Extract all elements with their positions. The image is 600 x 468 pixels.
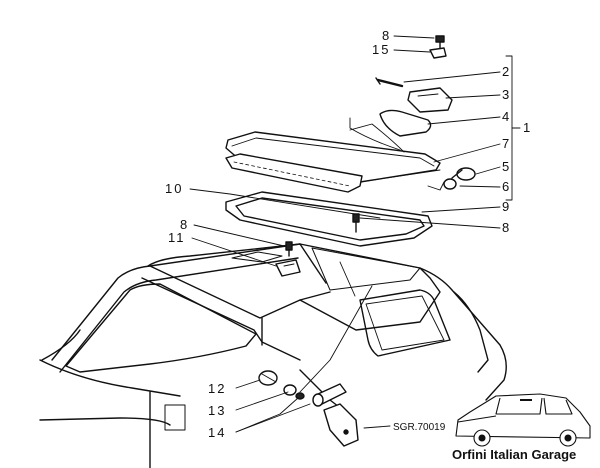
- hinge-bracket: [323, 403, 359, 447]
- clip-part-11: [275, 259, 301, 277]
- callout-14: 14: [208, 425, 226, 440]
- callout-11: 11: [168, 230, 186, 245]
- callout-6: 6: [502, 179, 509, 194]
- callout-13: 13: [208, 403, 226, 418]
- assembly-bracket-line: [349, 123, 445, 191]
- leader-lines: [189, 35, 521, 433]
- brand-caption: Orfini Italian Garage: [452, 447, 577, 462]
- screw-part-8-left: [285, 241, 293, 257]
- clip-part-15: [429, 47, 447, 59]
- callout-labels: 8 15 2 3 4 1 7 5 6 10 9 8 8 11 12 13 14 …: [165, 28, 530, 440]
- callout-2: 2: [502, 64, 509, 79]
- car-thumbnail: [455, 393, 591, 447]
- rear-side-window: [359, 289, 451, 357]
- screw-part-8-top: [435, 35, 445, 49]
- callout-4: 4: [502, 109, 509, 124]
- handle-bracket-part-3: [407, 87, 453, 113]
- knob-part-12: [258, 370, 278, 386]
- callout-12: 12: [208, 381, 226, 396]
- windscreen: [65, 283, 257, 373]
- pin-part-14: [312, 383, 347, 407]
- sunroof-frame: [225, 191, 433, 247]
- cap-part-5: [451, 167, 476, 181]
- roof-opening: [231, 247, 421, 297]
- seal-strip: [225, 153, 363, 193]
- callout-8-top: 8: [382, 28, 389, 43]
- sunroof-glass-panel: [225, 117, 441, 183]
- callout-7: 7: [502, 136, 509, 151]
- callout-10: 10: [165, 181, 183, 196]
- reference-code: SGR.70019: [393, 422, 446, 433]
- callout-1: 1: [523, 120, 530, 135]
- handle-cover-part-4: [379, 109, 432, 137]
- callout-8-mid: 8: [502, 220, 509, 235]
- cap-part-6: [443, 178, 457, 190]
- callout-15: 15: [372, 42, 390, 57]
- screw-part-2: [375, 77, 404, 88]
- callout-9: 9: [502, 199, 509, 214]
- callout-8-left: 8: [180, 217, 187, 232]
- car-body-outline: [39, 243, 507, 468]
- callout-5: 5: [502, 159, 509, 174]
- callout-3: 3: [502, 87, 509, 102]
